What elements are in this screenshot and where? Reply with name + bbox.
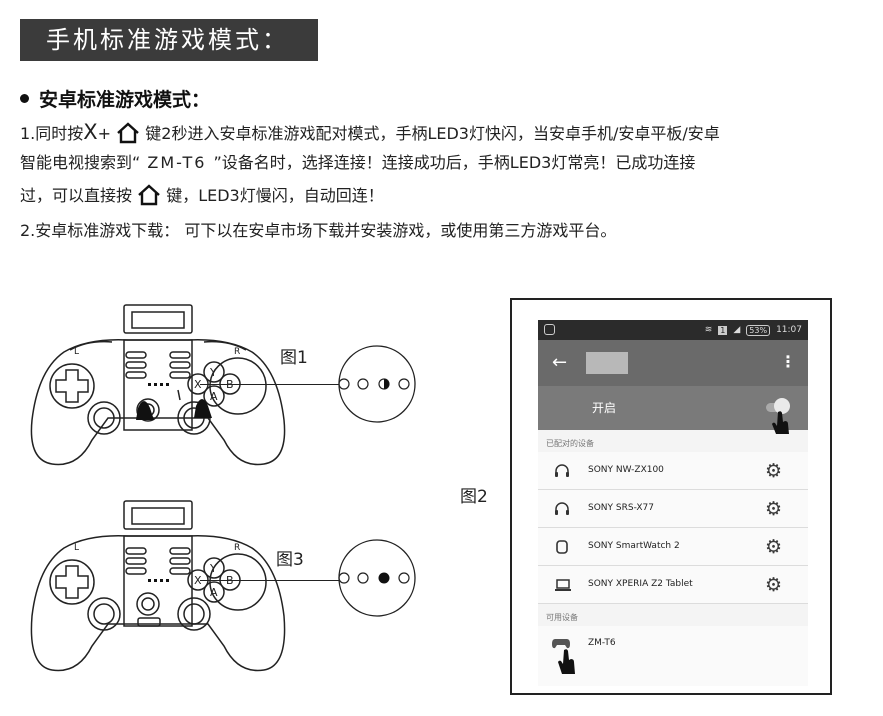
plus-sign: + — [97, 124, 112, 143]
phone-screenshot-frame: ≋ 1 ◢ 53% 11:07 ← ⋮ 开启 已配对的设备 SONY NW-ZX… — [510, 298, 832, 695]
signal-icon: ◢ — [733, 325, 741, 335]
button-a-label: A — [210, 390, 218, 403]
pointing-hand-icon — [558, 649, 575, 674]
p3-text-a: 过，可以直接按 — [20, 186, 133, 205]
laptop-icon — [555, 579, 571, 591]
paired-device-row[interactable]: SONY NW-ZX100 ⚙ — [538, 452, 808, 490]
switch-label: 开启 — [592, 401, 617, 415]
button-a-label: A — [210, 586, 218, 599]
back-arrow-icon[interactable]: ← — [552, 352, 568, 373]
wifi-icon: ≋ — [704, 325, 713, 335]
bluetooth-switch-row[interactable]: 开启 — [538, 386, 808, 434]
leader-line — [200, 384, 340, 385]
battery-indicator: 53% — [746, 324, 771, 336]
device-name-text: ZM-T6 — [140, 153, 214, 172]
gamepad-figure-1: Y X B A L R — [30, 304, 286, 466]
device-name: ZM-T6 — [588, 638, 616, 648]
sim-icon: 1 — [718, 325, 728, 335]
paired-device-row[interactable]: SONY SmartWatch 2 ⚙ — [538, 528, 808, 566]
shoulder-r-label: R — [234, 347, 240, 357]
p2-text-a: 智能电视搜索到“ — [20, 153, 141, 172]
status-bar: ≋ 1 ◢ 53% 11:07 — [538, 320, 808, 340]
leader-line — [200, 580, 340, 581]
p1-text-a: 1.同时按 — [20, 124, 84, 143]
home-icon — [117, 122, 139, 144]
bluetooth-settings-screen: ≋ 1 ◢ 53% 11:07 ← ⋮ 开启 已配对的设备 SONY NW-ZX… — [538, 320, 808, 686]
gear-icon[interactable]: ⚙ — [764, 498, 782, 520]
device-name: SONY XPERIA Z2 Tablet — [588, 579, 693, 589]
toggle-knob[interactable] — [774, 398, 790, 414]
button-y-label: Y — [209, 366, 217, 379]
section-heading-text: 安卓标准游戏模式： — [39, 89, 211, 111]
paragraph-line-4: 2.安卓标准游戏下载： 可下以在安卓市场下载并安装游戏，或使用第三方游戏平台。 — [20, 221, 617, 240]
button-y-label: Y — [209, 562, 217, 575]
paired-devices-header: 已配对的设备 — [546, 439, 594, 448]
shoulder-l-label: L — [74, 543, 79, 553]
led-status-solid — [338, 539, 416, 617]
paired-device-row[interactable]: SONY SRS-X77 ⚙ — [538, 490, 808, 528]
device-name: SONY SRS-X77 — [588, 503, 654, 513]
gamepad-figure-3: Y X B A L R — [30, 500, 286, 672]
button-x-label: X — [194, 378, 202, 391]
figure-1-label: 图1 — [280, 348, 308, 368]
x-key-label: X — [83, 120, 98, 144]
pressing-hand-icon — [194, 399, 212, 418]
pointing-hand-icon — [772, 411, 789, 434]
bullet-icon — [20, 94, 29, 103]
pressing-hand-icon — [136, 401, 154, 420]
button-x-label: X — [194, 574, 202, 587]
available-devices-header: 可用设备 — [546, 613, 578, 622]
figure-3-label: 图3 — [276, 550, 304, 570]
app-bar: ← ⋮ — [538, 340, 808, 386]
gear-icon[interactable]: ⚙ — [764, 536, 782, 558]
notification-icon — [544, 324, 555, 335]
p1-text-b: 键2秒进入安卓标准游戏配对模式，手柄LED3灯快闪，当安卓手机/安卓平板/安卓 — [145, 124, 720, 143]
device-name: SONY NW-ZX100 — [588, 465, 664, 475]
p3-text-b: 键，LED3灯慢闪，自动回连！ — [166, 186, 384, 205]
paragraph-line-3: 过，可以直接按 键，LED3灯慢闪，自动回连！ — [20, 184, 384, 207]
paired-device-row[interactable]: SONY XPERIA Z2 Tablet ⚙ — [538, 566, 808, 604]
home-icon — [138, 184, 160, 206]
headphones-icon — [555, 464, 569, 477]
shoulder-l-label: L — [74, 347, 79, 357]
gear-icon[interactable]: ⚙ — [764, 460, 782, 482]
figure-2-label: 图2 — [460, 487, 488, 507]
section-heading: 安卓标准游戏模式： — [20, 85, 210, 112]
clock: 11:07 — [776, 325, 802, 335]
watch-icon — [556, 540, 568, 554]
gear-icon[interactable]: ⚙ — [764, 574, 782, 596]
gamepad-icon — [552, 639, 570, 649]
p2-text-b: ”设备名时，选择连接！连接成功后，手柄LED3灯常亮！已成功连接 — [213, 153, 696, 172]
shoulder-r-label: R — [234, 543, 240, 553]
device-name: SONY SmartWatch 2 — [588, 541, 680, 551]
led-status-fast-flash — [338, 345, 416, 423]
page-title: 手机标准游戏模式： — [20, 19, 318, 61]
paragraph-line-1: 1.同时按X+ 键2秒进入安卓标准游戏配对模式，手柄LED3灯快闪，当安卓手机/… — [20, 121, 720, 145]
available-device-row[interactable]: ZM-T6 — [538, 626, 808, 686]
headphones-icon — [555, 502, 569, 515]
led-indicators — [148, 579, 169, 582]
title-placeholder — [586, 352, 628, 374]
led-indicators — [148, 383, 169, 386]
paragraph-line-2: 智能电视搜索到“ ZM-T6 ”设备名时，选择连接！连接成功后，手柄LED3灯常… — [20, 152, 695, 174]
overflow-menu-icon[interactable]: ⋮ — [780, 352, 796, 371]
